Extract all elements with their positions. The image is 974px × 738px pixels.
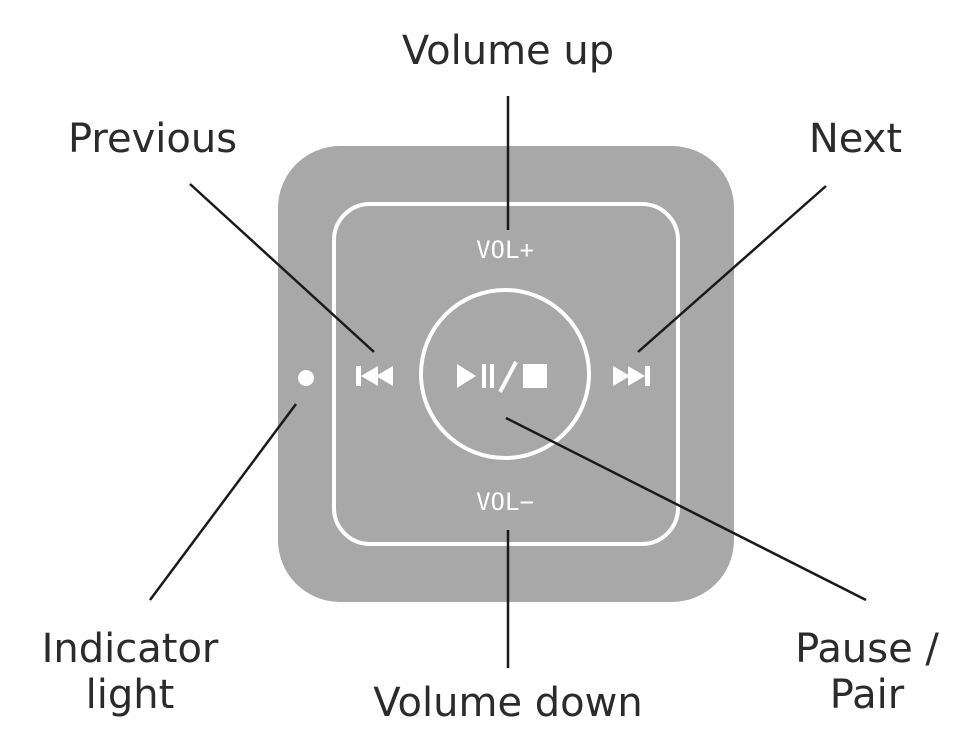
previous-label: Previous: [68, 116, 238, 162]
vol-minus-label: VOL−: [476, 488, 534, 516]
play-pause-stop-icon: [457, 361, 547, 393]
leader-lines: [148, 96, 867, 668]
volume-down-label: Volume down: [373, 680, 643, 726]
inner-button-panel: [332, 202, 680, 546]
vol-plus-label: VOL+: [476, 236, 534, 264]
center-play-button: [419, 288, 591, 460]
leader-pause-pair: [505, 416, 867, 602]
indicator-led-icon: [298, 370, 314, 386]
pause-pair-label: Pause / Pair: [795, 626, 939, 718]
indicator-light-label: Indicator light: [41, 626, 219, 718]
next-label: Next: [808, 116, 902, 162]
leader-previous: [189, 183, 375, 353]
previous-track-icon: [356, 366, 393, 386]
device-body: [278, 146, 734, 602]
leader-next: [637, 185, 827, 353]
next-track-icon: [613, 366, 650, 386]
volume-up-label: Volume up: [401, 28, 615, 74]
leader-indicator: [148, 403, 298, 601]
